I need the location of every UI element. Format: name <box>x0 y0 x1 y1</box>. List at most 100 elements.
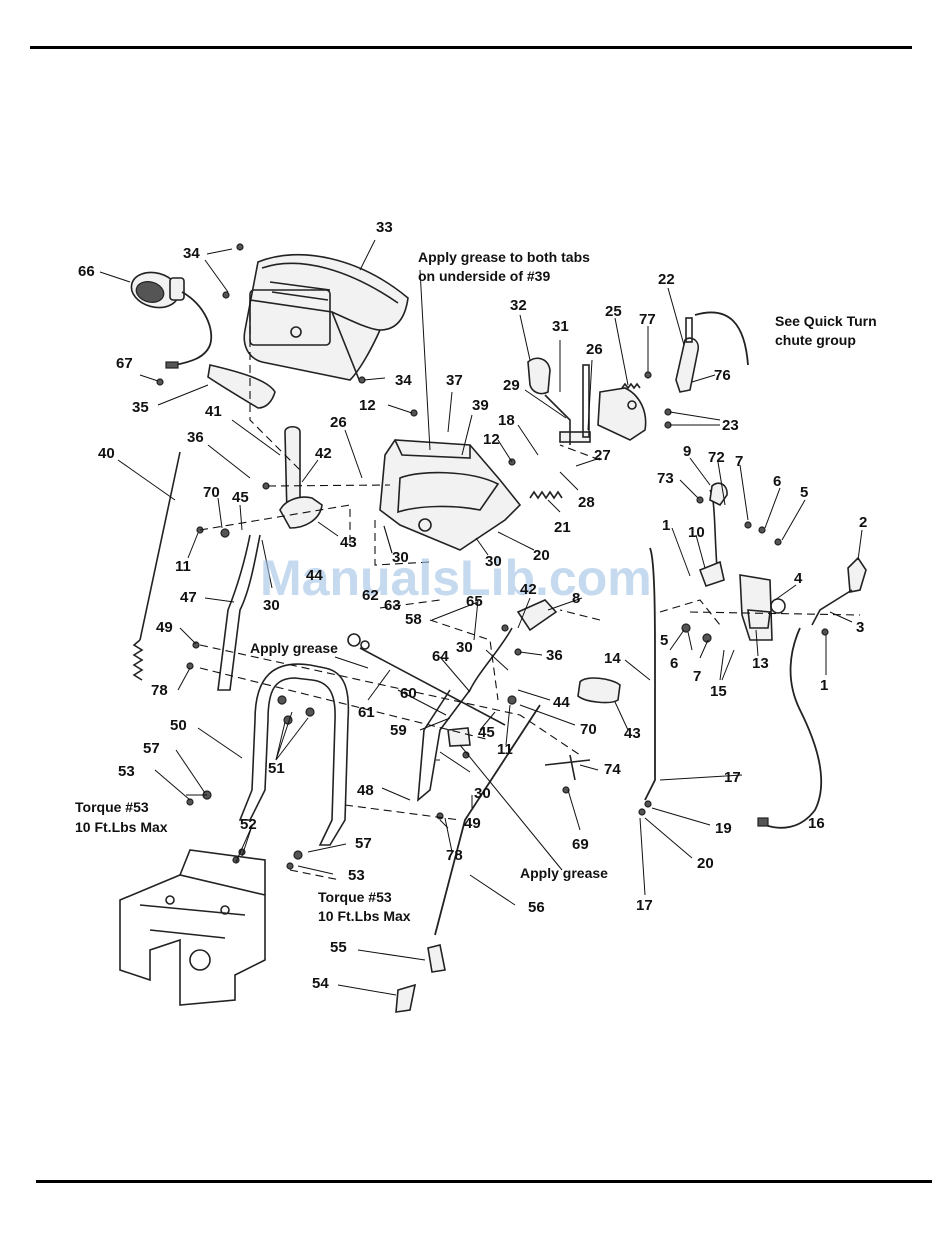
note-apply-grease-left: Apply grease <box>250 640 338 656</box>
cable-end-drawing <box>757 817 769 827</box>
callout: 5 <box>660 632 668 649</box>
callout: 69 <box>572 836 589 853</box>
callout: 76 <box>714 367 731 384</box>
callout: 30 <box>263 597 280 614</box>
callout: 49 <box>464 815 481 832</box>
callout: 67 <box>116 355 133 372</box>
callout: 16 <box>808 815 825 832</box>
shift-knob-drawing <box>770 556 867 626</box>
lower-handle-drawing <box>238 663 350 846</box>
callout: 30 <box>474 785 491 802</box>
callout: 23 <box>722 417 739 434</box>
callout: 37 <box>446 372 463 389</box>
callout: 29 <box>503 377 520 394</box>
top-rule <box>30 46 912 49</box>
rod-14-drawing <box>644 547 656 801</box>
callout: 26 <box>330 414 347 431</box>
cable-16-drawing <box>764 627 823 829</box>
callout: 62 <box>362 587 379 604</box>
callout: 48 <box>357 782 374 799</box>
callout: 47 <box>180 589 197 606</box>
shaft-61-drawing <box>359 647 506 726</box>
chute-control-lever-drawing <box>675 311 749 393</box>
callout: 7 <box>735 453 743 470</box>
callout-numbers: 33 34 66 34 67 35 37 12 39 26 12 41 36 4… <box>78 219 867 992</box>
watermark-text: ManualsLib.com <box>260 550 652 606</box>
leader-lines <box>99 239 863 996</box>
bottom-rule <box>36 1180 932 1183</box>
spring-drawing <box>529 490 563 500</box>
callout: 6 <box>773 473 781 490</box>
assembly-dash-lines <box>199 300 861 881</box>
note-torque-left-line2: 10 Ft.Lbs Max <box>75 819 168 835</box>
callout: 78 <box>151 682 168 699</box>
grip-55-drawing <box>427 944 446 973</box>
callout: 50 <box>170 717 187 734</box>
callout: 70 <box>203 484 220 501</box>
callout: 57 <box>355 835 372 852</box>
callout: 17 <box>724 769 741 786</box>
callout: 35 <box>132 399 149 416</box>
callout: 13 <box>752 655 769 672</box>
callout: 65 <box>466 593 483 610</box>
callout: 7 <box>693 668 701 685</box>
callout: 21 <box>554 519 571 536</box>
callout: 54 <box>312 975 329 992</box>
callout: 20 <box>533 547 550 564</box>
frame-drawing <box>119 849 266 1006</box>
chute-drawing <box>243 253 409 383</box>
callout: 45 <box>232 489 249 506</box>
callout: 11 <box>175 558 191 575</box>
rod-40-drawing <box>132 451 181 681</box>
callout: 45 <box>478 724 495 741</box>
callout: 5 <box>800 484 808 501</box>
callout: 56 <box>528 899 545 916</box>
callout: 64 <box>432 648 449 665</box>
grip-upper-drawing <box>279 496 323 529</box>
callout: 30 <box>392 549 409 566</box>
callout: 53 <box>348 867 365 884</box>
callout: 10 <box>688 524 705 541</box>
callout: 43 <box>624 725 641 742</box>
callout: 8 <box>572 590 580 607</box>
callout: 27 <box>594 447 611 464</box>
callout: 51 <box>268 760 285 777</box>
crank-knob-drawing <box>527 357 571 445</box>
callout: 42 <box>520 581 537 598</box>
callout: 18 <box>498 412 515 429</box>
callout: 28 <box>578 494 595 511</box>
callout: 49 <box>156 619 173 636</box>
callout: 1 <box>820 677 828 694</box>
callout: 12 <box>359 397 376 414</box>
callout: 34 <box>183 245 200 262</box>
note-torque-left-line1: Torque #53 <box>75 799 149 815</box>
speed-selector-drawing <box>698 482 773 641</box>
callout: 31 <box>552 318 569 335</box>
callout: 41 <box>205 403 222 420</box>
cable-56-drawing <box>434 704 541 936</box>
callout: 19 <box>715 820 732 837</box>
callout: 70 <box>580 721 597 738</box>
chute-crank-bracket-drawing <box>379 439 522 551</box>
callout: 20 <box>697 855 714 872</box>
callout: 9 <box>683 443 691 460</box>
callout: 78 <box>446 847 463 864</box>
callout: 58 <box>405 611 422 628</box>
callout: 74 <box>604 761 621 778</box>
callout: 2 <box>859 514 867 531</box>
callout: 59 <box>390 722 407 739</box>
callout: 30 <box>485 553 502 570</box>
light-drawing <box>130 271 213 369</box>
callout: 63 <box>384 597 401 614</box>
callout: 36 <box>546 647 563 664</box>
note-quick-turn-line2: chute group <box>775 332 856 348</box>
callout: 61 <box>358 704 375 721</box>
callout: 42 <box>315 445 332 462</box>
callout: 32 <box>510 297 527 314</box>
washer-62-drawing <box>347 633 361 647</box>
callout: 39 <box>472 397 489 414</box>
note-grease-tabs-line1: Apply grease to both tabs <box>418 249 590 265</box>
callout: 25 <box>605 303 622 320</box>
note-torque-right-line1: Torque #53 <box>318 889 392 905</box>
